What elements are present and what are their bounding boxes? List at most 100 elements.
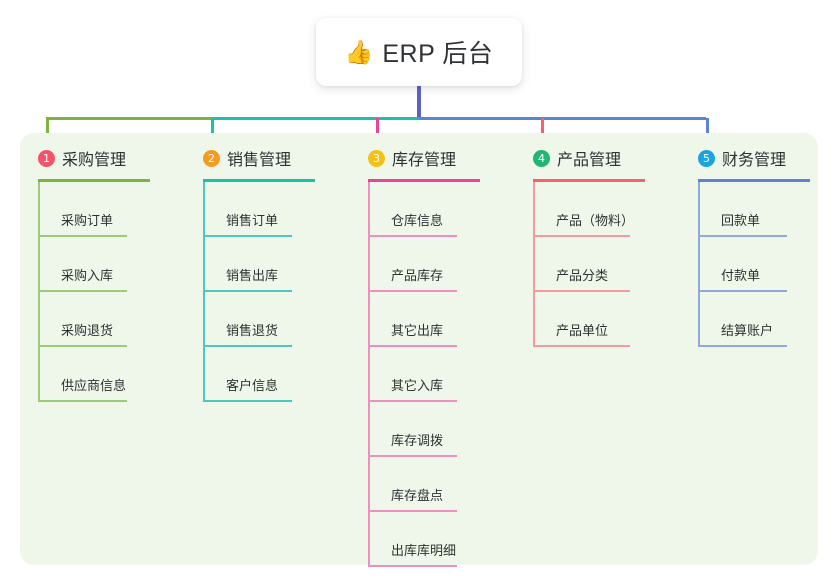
leaf-item-underline <box>534 345 630 347</box>
leaf-item[interactable]: 其它出库 <box>369 292 528 347</box>
leaf-item-underline <box>204 290 292 292</box>
leaf-item[interactable]: 回款单 <box>699 182 838 237</box>
leaf-item[interactable]: 结算账户 <box>699 292 838 347</box>
leaf-item-underline <box>699 235 787 237</box>
leaf-item[interactable]: 产品单位 <box>534 292 693 347</box>
leaf-list-5: 回款单付款单结算账户 <box>698 182 838 347</box>
leaf-spine-1 <box>38 182 40 402</box>
branch-underline-4 <box>533 179 645 182</box>
leaf-item[interactable]: 销售订单 <box>204 182 363 237</box>
root-node-title: ERP 后台 <box>382 40 494 68</box>
leaf-list-2: 销售订单销售出库销售退货客户信息 <box>203 182 363 402</box>
branch-header-4[interactable]: 4 产品管理 <box>533 146 693 170</box>
thumbs-up-icon: 👍 <box>344 38 374 65</box>
leaf-item-underline <box>369 290 457 292</box>
leaf-item-label: 销售出库 <box>226 268 279 283</box>
leaf-item-label: 付款单 <box>721 268 761 283</box>
leaf-item-label: 其它入库 <box>391 378 444 393</box>
leaf-item-label: 库存盘点 <box>391 488 444 503</box>
branch-underline-3 <box>368 179 480 182</box>
leaf-item-underline <box>534 235 630 237</box>
leaf-item-underline <box>369 510 457 512</box>
trunk-connector-vertical <box>417 86 421 120</box>
leaf-item-label: 销售退货 <box>226 323 279 338</box>
branch-column-4: 4 产品管理产品（物料） 产品分类产品单位 <box>533 146 693 347</box>
leaf-item-label: 产品（物料） <box>556 213 635 228</box>
leaf-item-underline <box>39 290 127 292</box>
branch-header-1[interactable]: 1 采购管理 <box>38 146 198 170</box>
leaf-item-underline <box>39 235 127 237</box>
root-node-card[interactable]: 👍 ERP 后台 <box>316 18 522 86</box>
leaf-list-1: 采购订单采购入库采购退货供应商信息 <box>38 182 198 402</box>
leaf-item-underline <box>204 400 292 402</box>
leaf-item-label: 仓库信息 <box>391 213 444 228</box>
leaf-item-underline <box>39 345 127 347</box>
leaf-item-label: 销售订单 <box>226 213 279 228</box>
leaf-spine-5 <box>698 182 700 347</box>
leaf-item[interactable]: 采购订单 <box>39 182 198 237</box>
leaf-list-3: 仓库信息产品库存其它出库其它入库库存调拨库存盘点出库库明细 <box>368 182 528 567</box>
leaf-item[interactable]: 仓库信息 <box>369 182 528 237</box>
branch-column-5: 5 财务管理回款单付款单结算账户 <box>698 146 838 347</box>
branch-badge-5: 5 <box>698 149 715 167</box>
leaf-item-underline <box>369 235 457 237</box>
leaf-item-label: 产品分类 <box>556 268 609 283</box>
leaf-item[interactable]: 产品库存 <box>369 237 528 292</box>
branch-underline-5 <box>698 179 810 182</box>
leaf-item-underline <box>39 400 127 402</box>
leaf-item[interactable]: 客户信息 <box>204 347 363 402</box>
leaf-item-underline <box>699 290 787 292</box>
leaf-item[interactable]: 付款单 <box>699 237 838 292</box>
leaf-item-label: 客户信息 <box>226 378 279 393</box>
leaf-item[interactable]: 产品分类 <box>534 237 693 292</box>
leaf-item-label: 结算账户 <box>721 323 774 338</box>
leaf-item[interactable]: 库存调拨 <box>369 402 528 457</box>
leaf-item-underline <box>534 290 630 292</box>
leaf-item[interactable]: 库存盘点 <box>369 457 528 512</box>
leaf-item-underline <box>369 455 457 457</box>
leaf-item[interactable]: 采购入库 <box>39 237 198 292</box>
leaf-item[interactable]: 销售退货 <box>204 292 363 347</box>
bus-segment-2 <box>211 117 419 120</box>
leaf-item-underline <box>204 345 292 347</box>
leaf-list-4: 产品（物料） 产品分类产品单位 <box>533 182 693 347</box>
leaf-item-label: 采购订单 <box>61 213 114 228</box>
leaf-item[interactable]: 销售出库 <box>204 237 363 292</box>
branch-title-5: 财务管理 <box>722 152 787 169</box>
leaf-item-underline <box>369 400 457 402</box>
leaf-item-underline <box>369 565 457 567</box>
branch-badge-4: 4 <box>533 149 550 167</box>
bus-segment-1 <box>46 117 211 120</box>
leaf-spine-2 <box>203 182 205 402</box>
leaf-item-label: 供应商信息 <box>61 378 127 393</box>
branch-underline-1 <box>38 179 150 182</box>
leaf-item-label: 库存调拨 <box>391 433 444 448</box>
branch-title-1: 采购管理 <box>62 152 127 169</box>
leaf-item-label: 采购入库 <box>61 268 114 283</box>
leaf-item[interactable]: 采购退货 <box>39 292 198 347</box>
branch-badge-1: 1 <box>38 149 55 167</box>
diagram-panel <box>20 133 818 565</box>
leaf-item-underline <box>204 235 292 237</box>
leaf-item-underline <box>699 345 787 347</box>
branch-title-3: 库存管理 <box>392 152 457 169</box>
leaf-item-underline <box>369 345 457 347</box>
leaf-spine-3 <box>368 182 370 567</box>
branch-header-5[interactable]: 5 财务管理 <box>698 146 838 170</box>
branch-underline-2 <box>203 179 315 182</box>
branch-column-1: 1 采购管理采购订单采购入库采购退货供应商信息 <box>38 146 198 402</box>
branch-title-2: 销售管理 <box>227 152 292 169</box>
leaf-item-label: 产品库存 <box>391 268 444 283</box>
leaf-item[interactable]: 供应商信息 <box>39 347 198 402</box>
leaf-item[interactable]: 其它入库 <box>369 347 528 402</box>
leaf-item-label: 其它出库 <box>391 323 444 338</box>
leaf-item[interactable]: 产品（物料） <box>534 182 693 237</box>
branch-title-4: 产品管理 <box>557 152 622 169</box>
leaf-item[interactable]: 出库库明细 <box>369 512 528 567</box>
bus-segment-3 <box>419 117 706 120</box>
leaf-item-label: 出库库明细 <box>391 543 457 558</box>
